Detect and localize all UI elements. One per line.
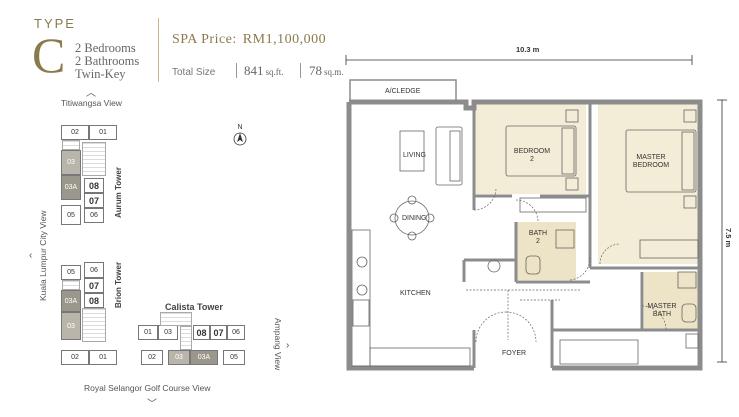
unit-cell-highlighted: 03A: [61, 175, 81, 200]
chevron-right-icon: ›: [286, 340, 290, 351]
unit-cell: 02: [141, 350, 163, 365]
unit-cell: 07: [84, 278, 104, 293]
unit-cell: 03: [61, 312, 81, 340]
unit-cell: 01: [89, 350, 117, 365]
view-bottom-label: Royal Selangor Golf Course View: [84, 383, 211, 393]
unit-description: 2 Bedrooms 2 Bathrooms Twin-Key: [75, 42, 139, 81]
width-dimension: 10.3 m: [516, 45, 540, 54]
view-top-label: Titiwangsa View: [61, 98, 122, 108]
unit-cell: 05: [61, 265, 81, 280]
unit-cell: 07: [84, 193, 104, 208]
unit-cell: 01: [89, 125, 117, 140]
core-block: [62, 140, 80, 150]
foyer-label: FOYER: [502, 350, 527, 357]
view-right-label: Ampang View: [273, 318, 283, 371]
brion-tower-label: Brion Tower: [114, 261, 123, 308]
header-divider: [158, 18, 159, 82]
calista-tower-label: Calista Tower: [165, 302, 223, 312]
compass-icon: N: [233, 122, 247, 148]
unit-cell-highlighted: 03A: [61, 290, 81, 312]
unit-cell: 06: [227, 325, 245, 340]
svg-text:N: N: [237, 124, 242, 131]
unit-cell: 08: [84, 178, 104, 193]
size-separator: [300, 63, 301, 78]
view-left-label: Kuala Lumpur City View: [38, 210, 48, 301]
dimension-lines: [345, 55, 727, 363]
unit-cell: 06: [84, 208, 104, 223]
spa-price: SPA Price: RM1,100,000: [172, 32, 326, 48]
unit-cell: 01: [138, 325, 158, 340]
unit-cell: 08: [84, 293, 104, 308]
living-label: LIVING: [403, 152, 426, 159]
unit-cell: 05: [223, 350, 245, 365]
unit-cell: 08: [193, 325, 210, 340]
unit-cell: 03: [158, 325, 178, 340]
kitchen-label: KITCHEN: [400, 290, 431, 297]
total-size-label: Total Size: [172, 67, 216, 78]
core-block: [82, 308, 106, 342]
core-block: [180, 326, 192, 350]
unit-cell: 02: [61, 125, 89, 140]
unit-cell: 06: [84, 262, 104, 278]
bedrooms-text: 2 Bedrooms: [75, 41, 136, 55]
unit-cell: 03: [61, 150, 81, 175]
size-separator: [236, 63, 237, 78]
unit-cell: 02: [61, 350, 89, 365]
dining-label: DINING: [402, 215, 427, 222]
chevron-left-icon: ‹: [29, 250, 33, 261]
variant-text: Twin-Key: [75, 67, 126, 81]
unit-cell-highlighted: 03A: [190, 350, 218, 365]
price-value: RM1,100,000: [242, 32, 327, 47]
price-label: SPA Price:: [172, 32, 237, 47]
type-label: TYPE: [34, 16, 76, 31]
unit-cell: 07: [210, 325, 227, 340]
unit-cell: 03: [168, 350, 190, 365]
chevron-up-icon: ︿: [86, 88, 96, 99]
aurum-tower-label: Aurum Tower: [114, 167, 123, 218]
chevron-down-icon: ﹀: [147, 399, 157, 410]
unit-cell: 05: [61, 205, 81, 225]
floor-plan: [345, 55, 727, 371]
type-letter: C: [32, 27, 66, 83]
core-block: [82, 142, 106, 176]
core-block: [62, 280, 80, 290]
acledge-label: A/CLEDGE: [385, 88, 421, 95]
core-block: [160, 312, 192, 326]
bathrooms-text: 2 Bathrooms: [75, 54, 140, 68]
